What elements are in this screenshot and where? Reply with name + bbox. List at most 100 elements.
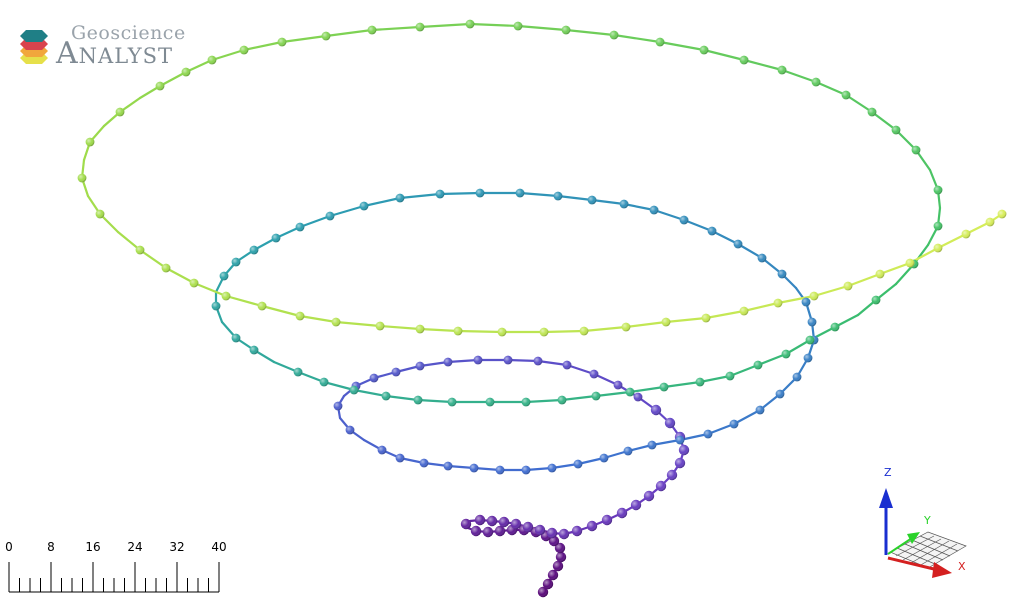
trajectory-node — [510, 518, 522, 530]
trajectory-node — [558, 528, 570, 540]
trajectory-node — [625, 387, 635, 397]
orientation-triad[interactable]: Z Y X — [870, 460, 980, 580]
trajectory-segment — [506, 358, 540, 363]
trajectory-segment — [384, 394, 420, 402]
trajectory-node — [911, 145, 921, 155]
trajectory-node — [331, 317, 341, 327]
trajectory-segment — [650, 438, 682, 447]
trajectory-node — [377, 445, 387, 455]
trajectory-segment — [624, 320, 668, 329]
trajectory-node — [539, 327, 549, 337]
trajectory-node — [661, 317, 671, 327]
trajectory-node — [650, 404, 662, 416]
trajectory-segment — [324, 28, 374, 38]
trajectory-node — [699, 45, 709, 55]
trajectory-node — [739, 306, 749, 316]
trajectory-node — [375, 321, 385, 331]
trajectory-node — [534, 524, 546, 536]
trajectory-node — [601, 514, 613, 526]
trajectory-segment — [398, 192, 442, 200]
trajectory-node — [777, 65, 787, 75]
trajectory-node — [135, 245, 145, 255]
trajectory-node — [447, 397, 457, 407]
trajectory-node — [773, 298, 783, 308]
trajectory-node — [391, 367, 401, 377]
trajectory-node — [115, 107, 125, 117]
trajectory-node — [753, 360, 763, 370]
trajectory-segment — [322, 380, 356, 392]
trajectory-segment — [576, 456, 606, 466]
trajectory-node — [933, 185, 943, 195]
trajectory-node — [655, 480, 667, 492]
app-logo: Geoscience Analyst — [18, 22, 218, 72]
trajectory-node — [494, 525, 506, 537]
trajectory-node — [729, 419, 739, 429]
trajectory-node — [460, 518, 472, 530]
trajectory-node — [809, 291, 819, 301]
trajectory-node — [95, 209, 105, 219]
trajectory-node — [579, 326, 589, 336]
trajectory-node — [219, 271, 229, 281]
trajectory-node — [443, 461, 453, 471]
trajectory-segment — [468, 22, 520, 28]
trajectory-node — [633, 392, 643, 402]
trajectory-node — [249, 245, 259, 255]
trajectory-segment — [164, 266, 196, 285]
trajectory-node — [643, 490, 655, 502]
trajectory-node — [679, 215, 689, 225]
trajectory-node — [503, 355, 513, 365]
trajectory-segment — [210, 48, 246, 62]
trajectory-node — [231, 257, 241, 267]
trajectory-segment — [846, 272, 882, 288]
trajectory-node — [547, 569, 559, 581]
trajectory-node — [961, 229, 971, 239]
trajectory-segment — [536, 359, 569, 367]
trajectory-segment — [328, 204, 366, 218]
trajectory-node — [319, 377, 329, 387]
trajectory-node — [830, 322, 840, 332]
trajectory-segment — [542, 329, 586, 334]
trajectory-segment — [682, 218, 714, 233]
trajectory-node — [571, 525, 583, 537]
trajectory-node — [805, 335, 815, 345]
y-axis-label: Y — [924, 514, 931, 527]
trajectory-segment — [590, 198, 626, 206]
trajectory-node — [703, 429, 713, 439]
trajectory-node — [807, 317, 817, 327]
trajectory-segment — [418, 360, 450, 368]
trajectory-node — [465, 19, 475, 29]
trajectory-segment — [456, 329, 504, 334]
trajectory-segment — [894, 262, 916, 286]
trajectory-node — [181, 67, 191, 77]
trajectory-node — [675, 435, 685, 445]
trajectory-node — [211, 301, 221, 311]
trajectory-segment — [652, 208, 686, 222]
scale-label: 16 — [85, 540, 101, 554]
trajectory-node — [867, 107, 877, 117]
trajectory-node — [470, 525, 482, 537]
trajectory-segment — [702, 48, 746, 62]
trajectory-segment — [524, 398, 564, 404]
trajectory-node — [249, 345, 259, 355]
trajectory-node — [395, 193, 405, 203]
trajectory-node — [801, 297, 811, 307]
trajectory-node — [733, 239, 743, 249]
trajectory-segment — [844, 93, 874, 114]
trajectory-node — [573, 459, 583, 469]
trajectory-segment — [242, 40, 284, 52]
trajectory-node — [231, 333, 241, 343]
trajectory-node — [419, 458, 429, 468]
trajectory-node — [613, 380, 623, 390]
z-axis-label: Z — [884, 466, 892, 479]
trajectory-segment — [565, 363, 596, 376]
x-axis-arrow — [887, 556, 952, 578]
trajectory-segment — [556, 194, 594, 202]
trajectory-node — [649, 205, 659, 215]
trajectory-node — [415, 22, 425, 32]
trajectory-node — [599, 453, 609, 463]
trajectory-segment — [936, 232, 968, 250]
trajectory-segment — [964, 220, 992, 236]
trajectory-node — [985, 217, 995, 227]
